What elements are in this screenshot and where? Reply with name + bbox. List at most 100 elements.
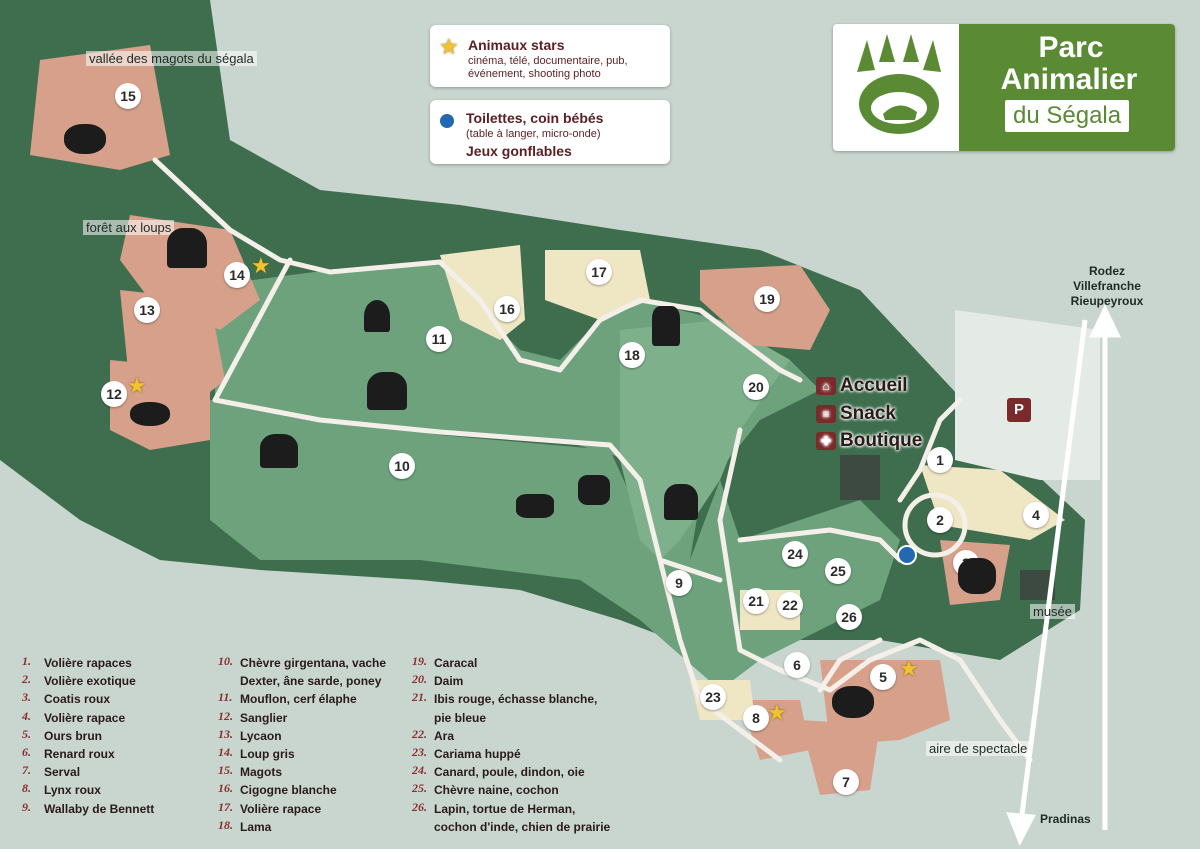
bear-silhouette-icon <box>832 686 874 718</box>
zone-marker[interactable]: 26 <box>836 604 862 630</box>
legend-text: Coatis roux <box>44 692 111 707</box>
legend-number: 7. <box>22 763 31 778</box>
zone-marker[interactable]: 21 <box>743 588 769 614</box>
zone-marker[interactable]: 14 <box>224 262 250 288</box>
zone-marker[interactable]: 16 <box>494 296 520 322</box>
legend-text: Lapin, tortue de Herman, cochon d'inde, … <box>434 801 611 834</box>
legend-number: 2. <box>22 672 31 687</box>
boutique-text: Boutique <box>840 430 923 451</box>
zone-marker[interactable]: 10 <box>389 453 415 479</box>
zone-marker[interactable]: 6 <box>784 652 810 678</box>
legend-number: 8. <box>22 781 31 796</box>
park-logo: Parc Animalier du Ségala <box>833 24 1175 151</box>
zone-marker[interactable]: 11 <box>426 326 452 352</box>
coati-silhouette-icon <box>958 558 996 594</box>
toilets-subtitle: (table à langer, micro-onde) <box>466 128 601 140</box>
logo-panel: Parc Animalier du Ségala <box>959 24 1175 151</box>
legend-text: Magots <box>240 765 282 780</box>
legend-text: Daim <box>434 674 464 689</box>
accueil-text: Accueil <box>840 375 908 396</box>
home-icon: ⌂ <box>816 377 836 395</box>
legend-item: 17.Volière rapace <box>218 800 386 818</box>
logo-line-2: Animalier <box>1000 63 1138 96</box>
region-label-musee: musée <box>1030 604 1076 619</box>
legend-number: 13. <box>218 726 233 741</box>
star-icon: ★ <box>767 700 787 725</box>
zone-marker[interactable]: 4 <box>1023 502 1049 528</box>
legend-item: 26.Lapin, tortue de Herman, cochon d'ind… <box>412 800 610 836</box>
zone-marker[interactable]: 19 <box>754 286 780 312</box>
region-label-spectacle: aire de spectacle <box>926 741 1031 756</box>
legend-text: Mouflon, cerf élaphe <box>240 692 357 707</box>
legend-column-1: 1. Volière rapaces 2. Volière exotique 3. Coa… <box>22 654 154 818</box>
zone-marker[interactable]: 5 <box>870 664 896 690</box>
legend-item: 10.Chèvre girgentana, vache Dexter, âne … <box>218 654 386 690</box>
zone-marker[interactable]: 20 <box>743 374 769 400</box>
legend-number: 9. <box>22 799 31 814</box>
legend-text: Volière rapaces <box>44 656 132 670</box>
legend-text: Canard, poule, dindon, oie <box>434 765 585 780</box>
boutique-label[interactable]: ✚Boutique <box>816 430 922 452</box>
legend-item: 18.Lama <box>218 818 386 836</box>
legend-text: Lama <box>240 819 272 834</box>
legend-text: Ours brun <box>44 728 103 743</box>
zone-marker[interactable]: 7 <box>833 769 859 795</box>
legend-number: 25. <box>412 781 427 796</box>
legend-text: Cariama huppé <box>434 747 521 762</box>
legend-item: 9.Wallaby de Bennett <box>22 800 154 818</box>
legend-text: Volière rapace <box>240 801 322 816</box>
legend-number: 21. <box>412 690 427 705</box>
legend-text: Sanglier <box>240 710 288 725</box>
zone-marker[interactable]: 24 <box>782 541 808 567</box>
legend-item: 14.Loup gris <box>218 745 386 763</box>
legend-item: 16.Cigogne blanche <box>218 781 386 799</box>
legend-text: Volière rapace <box>44 710 126 725</box>
zone-marker[interactable]: 13 <box>134 297 160 323</box>
legend-number: 12. <box>218 708 233 723</box>
legend-text: Chèvre girgentana, vache Dexter, âne sar… <box>240 656 387 689</box>
snack-label[interactable]: ≡Snack <box>816 403 896 425</box>
parking-icon: P <box>1007 398 1031 422</box>
stars-subtitle: cinéma, télé, documentaire, pub, événeme… <box>468 55 628 80</box>
zone-marker[interactable]: 1 <box>927 447 953 473</box>
region-label-loups: forêt aux loups <box>83 220 175 235</box>
zone-marker[interactable]: 12 <box>101 381 127 407</box>
zone-marker[interactable]: 23 <box>700 684 726 710</box>
deer-silhouette-icon <box>664 484 698 520</box>
zone-marker[interactable]: 2 <box>927 507 953 533</box>
direction-south: Pradinas <box>1040 812 1091 826</box>
zone-marker[interactable]: 8 <box>743 705 769 731</box>
legend-number: 24. <box>412 763 427 778</box>
legend-text: Lynx roux <box>44 783 101 798</box>
legend-number: 1. <box>22 654 31 668</box>
accueil-label[interactable]: ⌂Accueil <box>816 375 908 397</box>
legend-item: 2. Volière exotique <box>22 672 154 690</box>
legend-number: 11. <box>218 690 233 705</box>
zone-marker[interactable]: 15 <box>115 83 141 109</box>
direction-north: Rodez Villefranche Rieupeyroux <box>1070 264 1144 308</box>
logo-line-3: du Ségala <box>1005 100 1130 132</box>
zone-marker[interactable]: 18 <box>619 342 645 368</box>
legend-column-2: 10.Chèvre girgentana, vache Dexter, âne … <box>218 654 386 836</box>
legend-text: Cigogne blanche <box>240 783 337 798</box>
zone-marker[interactable]: 25 <box>825 558 851 584</box>
legend-text: Volière exotique <box>44 674 136 689</box>
zone-marker[interactable]: 22 <box>777 592 803 618</box>
legend-item: 13.Lycaon <box>218 727 386 745</box>
legend-item: 25. Chèvre naine, cochon <box>412 781 610 799</box>
star-icon: ★ <box>899 656 919 681</box>
zone-marker[interactable]: 17 <box>586 259 612 285</box>
legend-item: 23.Cariama huppé <box>412 745 610 763</box>
llama-silhouette-icon <box>652 306 680 346</box>
legend-text: Caracal <box>434 656 478 670</box>
mouflon-silhouette-icon <box>364 300 390 332</box>
legend-number: 3. <box>22 690 31 705</box>
legend-item: 24. Canard, poule, dindon, oie <box>412 763 610 781</box>
legend-text: Ibis rouge, échasse blanche, pie bleue <box>434 692 598 725</box>
legend-item: 6.Renard roux <box>22 745 154 763</box>
legend-item: 3. Coatis roux <box>22 690 154 708</box>
legend-item: 19.Caracal <box>412 654 610 672</box>
zone-marker[interactable]: 9 <box>666 570 692 596</box>
legend-text: Chèvre naine, cochon <box>434 783 559 798</box>
